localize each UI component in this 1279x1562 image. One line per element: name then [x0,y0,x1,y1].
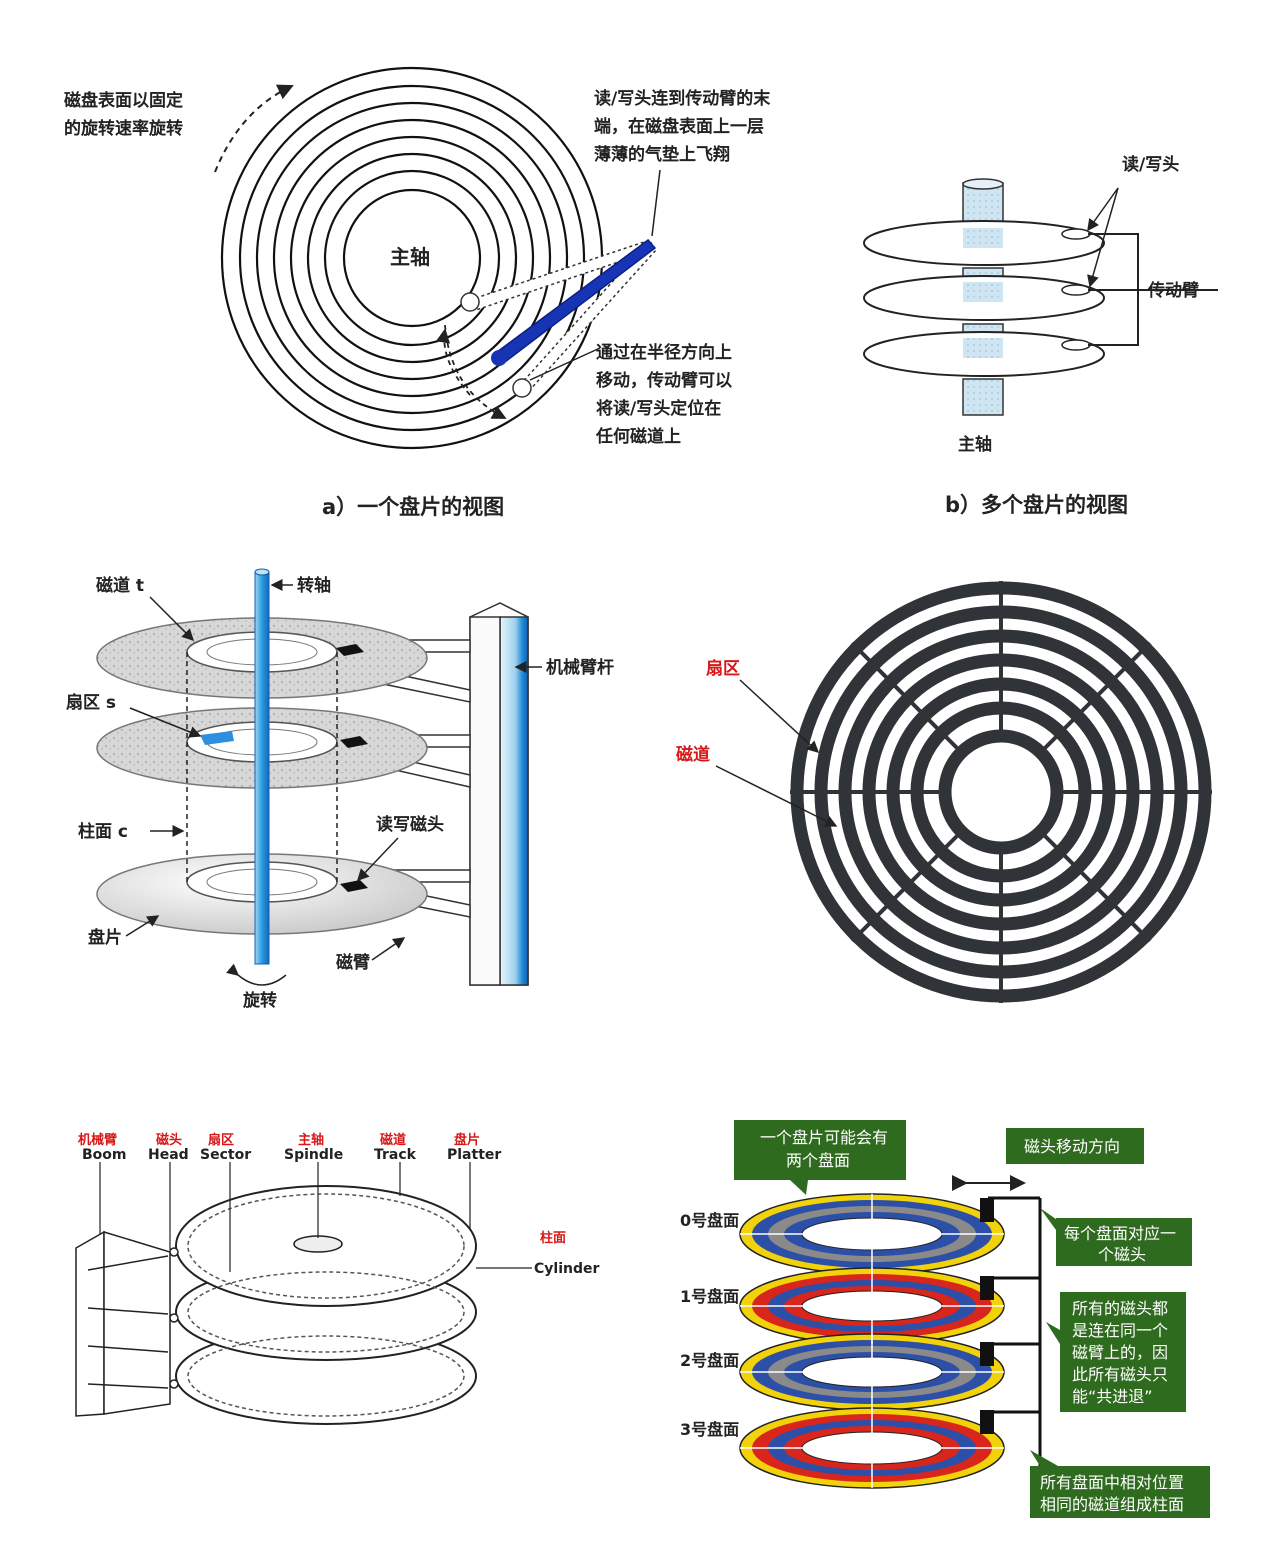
heads-f [980,1198,994,1434]
caption-b: b）多个盘片的视图 [945,493,1128,517]
rw-head-label-c: 读写磁头 [376,814,444,835]
callout-one-head-line1: 每个盘面对应一 [1064,1224,1176,1243]
heads-b [1061,228,1091,351]
callout-two-surfaces-line2: 两个盘面 [786,1151,850,1170]
panel-e-labeled-stack: 机械臂 Boom 磁头 Head 扇区 Sector 主轴 Spindle 磁道… [75,1132,599,1425]
callout-two-surfaces [734,1120,906,1180]
callout-shared-arm [1060,1292,1186,1412]
platter-concentric-tracks [220,66,604,450]
callout-cylinder [1030,1466,1210,1518]
sector-label-d: 扇区 [706,658,740,679]
arm-note-line4: 任何磁道上 [595,426,681,447]
callout-shared-arm-line3: 磁臂上的，因 [1072,1343,1168,1362]
boom-column-blue [499,616,529,986]
actuator-arm-label: 传动臂 [1147,280,1199,301]
sector-en: Sector [200,1147,251,1163]
spindle-cn: 主轴 [298,1132,324,1148]
callout-shared-arm-line4: 此所有磁头只 [1072,1365,1168,1384]
boom-label: 机械臂杆 [546,657,614,678]
track-label: 磁道 t [96,575,144,596]
caption-a: a）一个盘片的视图 [322,495,504,519]
arm-note-leader [529,347,601,381]
spindle-hub [293,1235,343,1253]
highlighted-sector [200,731,234,745]
head-leader-2 [1087,187,1119,288]
spindle-en: Spindle [284,1147,343,1163]
spindle-label-b: 主轴 [958,434,992,455]
rotation-note-line1: 磁盘表面以固定 [64,90,183,111]
spindle-cap [962,178,1004,190]
head-cn: 磁头 [156,1132,182,1148]
rotate-label: 旋转 [242,990,277,1011]
arm-note-line1: 通过在半径方向上 [596,342,732,363]
platter-cn: 盘片 [454,1132,480,1148]
callout-cylinder-line1: 所有盘面中相对位置 [1040,1473,1184,1492]
head-leader-1 [1087,187,1119,232]
rotation-arrow [214,84,294,173]
platter-en: Platter [447,1147,501,1163]
rotation-arc [226,963,287,986]
boom-cn: 机械臂 [78,1132,117,1148]
platter-label: 盘片 [88,927,122,948]
arm-label: 磁臂 [336,952,370,973]
label-leaders-e [99,1162,532,1272]
callout-one-head [1056,1218,1192,1266]
surface-2-label: 2号盘面 [680,1351,739,1370]
sector-cn: 扇区 [208,1132,234,1148]
head-note-line1: 读/写头连到传动臂的末 [594,88,771,109]
direction-label: 磁头移动方向 [1024,1137,1120,1156]
callout-shared-arm-line2: 是连在同一个 [1072,1321,1168,1340]
callout-shared-arm-line5: 能“共进退” [1072,1387,1153,1406]
rotation-note-line2: 的旋转速率旋转 [64,118,183,139]
head-note-line2: 端，在磁盘表面上一层 [594,116,764,137]
head-ghost-upper [460,292,480,312]
arm-note-line3: 将读/写头定位在 [596,398,721,419]
head-actuator-f [988,1196,1042,1492]
heads-e [169,1247,179,1389]
surface-1-label: 1号盘面 [680,1287,739,1306]
surface-radial-lines [740,1194,1004,1488]
sector-dividers [790,581,1212,1003]
callout-shared-arm-line1: 所有的磁头都 [1072,1299,1168,1318]
track-label-d: 磁道 [676,744,710,765]
heads-c [336,644,368,892]
cylinder-label: 柱面 c [78,821,128,842]
cylinder-en: Cylinder [534,1261,599,1277]
head-note-leader [651,169,661,237]
surface-0-label: 0号盘面 [680,1211,739,1230]
boom-en: Boom [82,1147,127,1163]
platters-e [175,1185,477,1425]
cylinder-dashed-lines [186,652,338,882]
actuator-arms-b [1088,233,1218,346]
head-note-line3: 薄薄的气垫上飞翔 [594,144,730,165]
boom-block [75,1230,105,1417]
callout-one-head-line2: 个磁头 [1098,1245,1146,1264]
panel-a-single-platter: 磁盘表面以固定 的旋转速率旋转 主轴 读/写头连到传动臂的末 端，在磁盘表面上一… [64,66,771,519]
arm-note-line2: 移动，传动臂可以 [596,370,732,391]
rw-head-label: 读/写头 [1122,154,1179,175]
panel-f-disk-surfaces: 一个盘片可能会有 两个盘面 磁头移动方向 [680,1120,1210,1518]
spindle-label: 主轴 [390,245,430,269]
cylinder-cn: 柱面 [540,1230,566,1246]
track-en: Track [374,1147,417,1163]
surface-3-label: 3号盘面 [680,1420,739,1439]
direction-box [1006,1128,1144,1164]
read-write-head [491,350,507,366]
track-cn: 磁道 [380,1132,406,1148]
callout-two-surfaces-line1: 一个盘片可能会有 [760,1128,888,1147]
arm-sweep-arrow-up [435,328,471,396]
head-en: Head [148,1147,189,1163]
arm-sweep-arrow [444,324,507,419]
sector-label: 扇区 s [66,692,116,713]
panel-c-cylinder-3d: 磁道 t 转轴 机械臂杆 扇区 s 柱面 c 读写磁头 盘片 磁臂 旋转 [66,568,614,1011]
spindle-segment-bottom [962,378,1004,416]
callout-cylinder-line2: 相同的磁道组成柱面 [1040,1495,1184,1514]
panel-b-multi-platter: 读/写头 传动臂 主轴 b）多个盘片的视图 [863,154,1218,517]
head-ghost-lower [512,378,532,398]
shaft-label: 转轴 [297,575,331,596]
panel-d-sector-track: 扇区 磁道 [676,581,1212,1003]
tracks-e [187,1193,465,1417]
spindle-shaft [254,571,270,965]
